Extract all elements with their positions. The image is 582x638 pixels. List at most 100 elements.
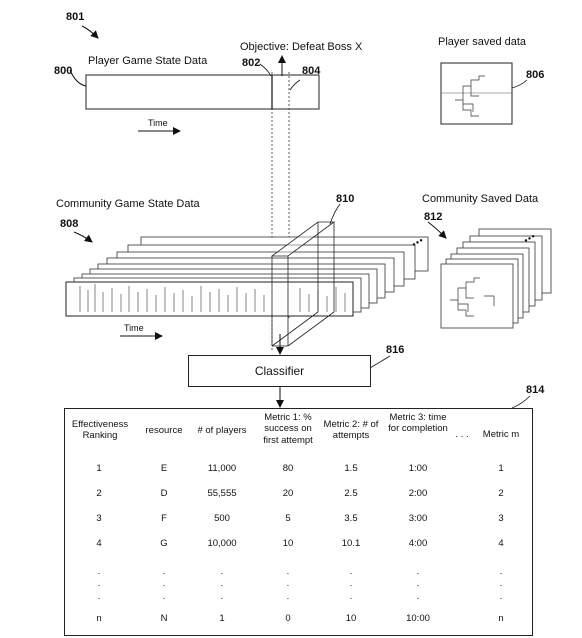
player-saved-ref: 806 — [526, 69, 545, 81]
community-saved-stack — [440, 228, 552, 329]
table-cell: n — [498, 613, 504, 624]
ref-816-leader — [369, 355, 391, 369]
table-cell: . — [162, 578, 166, 589]
table-cell: D — [160, 488, 168, 499]
table-cell: 10,000 — [207, 538, 237, 549]
ref-804-leader — [289, 79, 301, 91]
table-cell: . — [162, 566, 166, 577]
table-cell: E — [160, 463, 168, 474]
community-saved-tree-icon — [450, 277, 495, 317]
table-cell: 2.5 — [344, 488, 358, 499]
table-cell: 10.1 — [341, 538, 361, 549]
player-saved-title: Player saved data — [438, 36, 527, 48]
table-cell: . — [97, 566, 101, 577]
table-cell: 500 — [214, 513, 230, 524]
table-cell: 80 — [282, 463, 294, 474]
table-cell: 1 — [219, 613, 225, 624]
table-cell: N — [160, 613, 168, 624]
classifier-box: Classifier — [188, 355, 371, 387]
col-header-players: # of players — [197, 425, 247, 436]
objective-label: Objective: Defeat Boss X — [240, 41, 363, 53]
player-state-leader — [69, 69, 87, 87]
col-header-metric-3: Metric 3: time for completion — [388, 412, 448, 435]
objective-end-ref: 804 — [302, 65, 321, 77]
community-state-title: Community Game State Data — [56, 198, 200, 210]
community-saved-title: Community Saved Data — [422, 193, 539, 205]
table-cell: 2 — [96, 488, 102, 499]
table-cell: . — [220, 566, 224, 577]
table-cell: . — [286, 591, 290, 602]
table-cell: 4 — [96, 538, 102, 549]
col-header-resource: resource — [145, 425, 183, 436]
table-cell: . — [349, 591, 353, 602]
col-header-ellipsis: . . . — [455, 429, 469, 440]
table-cell: . — [162, 591, 166, 602]
player-saved-thumbnail — [440, 62, 513, 125]
col-header-metric-m: Metric m — [482, 429, 520, 440]
table-cell: 10 — [345, 613, 357, 624]
table-cell: G — [160, 538, 168, 549]
table-cell: n — [96, 613, 102, 624]
ref-810-leader — [329, 203, 341, 225]
table-cell: . — [97, 591, 101, 602]
player-time-label: Time — [148, 118, 168, 128]
table-cell: 1:00 — [408, 463, 428, 474]
table-cell: 10:00 — [406, 613, 430, 624]
ref-812-leader — [427, 221, 447, 239]
table-cell: 4:00 — [408, 538, 428, 549]
table-cell: 55,555 — [207, 488, 237, 499]
table-cell: 4 — [498, 538, 504, 549]
classifier-ref: 816 — [386, 344, 405, 356]
table-cell: 11,000 — [207, 463, 237, 474]
player-state-title: Player Game State Data — [88, 55, 208, 67]
community-time-label: Time — [124, 323, 144, 333]
ref-806-leader — [511, 79, 528, 89]
table-cell: . — [220, 578, 224, 589]
table-cell: . — [499, 566, 503, 577]
table-cell: . — [349, 578, 353, 589]
objective-marker-ref: 802 — [242, 57, 261, 69]
effectiveness-table: Effectiveness Ranking resource # of play… — [64, 408, 533, 636]
table-cell: F — [161, 513, 167, 524]
table-cell: . — [416, 578, 420, 589]
community-state-ref: 808 — [60, 218, 79, 230]
table-ref: 814 — [526, 384, 545, 396]
table-cell: 2 — [498, 488, 504, 499]
table-cell: 3.5 — [344, 513, 358, 524]
table-cell: . — [349, 566, 353, 577]
col-header-metric-2: Metric 2: # of attempts — [323, 419, 379, 442]
community-saved-ref: 812 — [424, 211, 443, 223]
table-cell: . — [220, 591, 224, 602]
ref-802-leader — [259, 63, 272, 77]
player-state-ref: 800 — [54, 65, 73, 77]
table-cell: 1.5 — [344, 463, 358, 474]
table-cell: 1 — [498, 463, 504, 474]
player-state-bar — [85, 74, 320, 110]
table-cell: 1 — [96, 463, 102, 474]
table-cell: . — [499, 578, 503, 589]
table-cell: . — [97, 578, 101, 589]
col-header-metric-1: Metric 1: % success on first attempt — [263, 412, 313, 446]
table-cell: 10 — [282, 538, 294, 549]
figure-number: 801 — [66, 11, 85, 23]
col-header-ranking: Effectiveness Ranking — [71, 419, 129, 442]
table-cell: . — [416, 591, 420, 602]
table-cell: 0 — [285, 613, 291, 624]
figure-ref-arrow — [81, 25, 99, 39]
table-cell: 3 — [498, 513, 504, 524]
player-saved-tree-icon — [455, 75, 485, 117]
table-cell: 5 — [285, 513, 291, 524]
table-cell: . — [286, 578, 290, 589]
table-cell: 3 — [96, 513, 102, 524]
table-cell: 3:00 — [408, 513, 428, 524]
table-cell: 20 — [282, 488, 294, 499]
community-state-stack — [65, 236, 429, 317]
table-cell: . — [416, 566, 420, 577]
ref-808-leader — [73, 231, 93, 243]
table-cell: . — [286, 566, 290, 577]
classifier-label: Classifier — [254, 364, 305, 378]
table-cell: 2:00 — [408, 488, 428, 499]
time-slice-ref: 810 — [336, 193, 355, 205]
